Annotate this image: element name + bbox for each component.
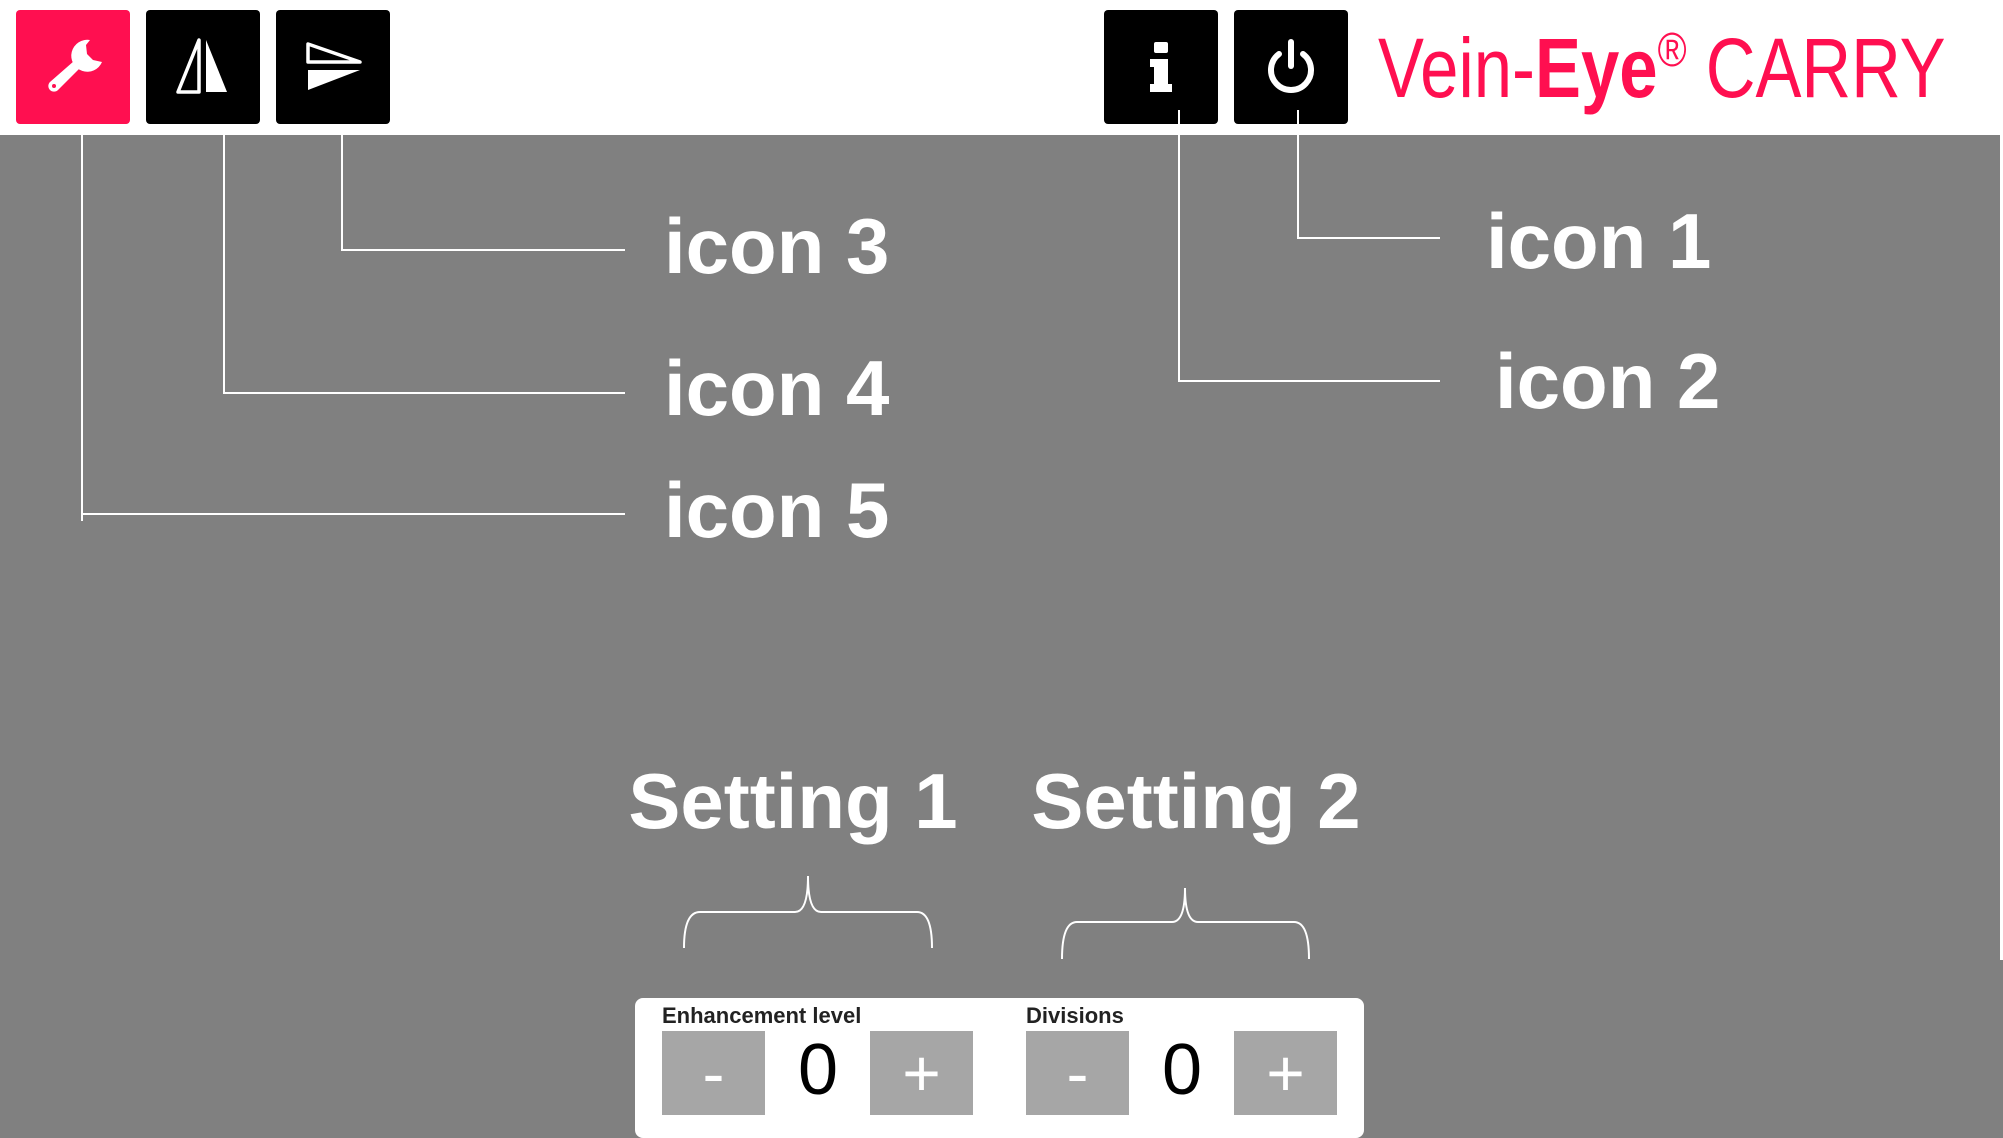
power-button[interactable]: [1234, 10, 1348, 124]
settings-panel: Enhancement level - 0 + Divisions - 0 +: [635, 998, 1364, 1138]
divisions-plus-button[interactable]: +: [1234, 1031, 1337, 1115]
enhancement-minus-button[interactable]: -: [662, 1031, 765, 1115]
setting2-label: Setting 2: [1031, 757, 1361, 845]
mirror-button[interactable]: [146, 10, 260, 124]
callout-line-icon5-h: [81, 513, 625, 515]
brand-logo: Vein-Eye® CARRY: [1378, 21, 1946, 115]
callout-icon2: icon 2: [1495, 337, 1721, 425]
enhancement-label: Enhancement level: [662, 1003, 862, 1028]
enhancement-value: 0: [797, 1030, 839, 1110]
callout-line-icon2-h: [1178, 380, 1440, 382]
callout-icon5: icon 5: [664, 466, 890, 554]
setting1-label: Setting 1: [628, 757, 958, 845]
flip-icon: [306, 42, 362, 90]
divisions-minus-button[interactable]: -: [1026, 1031, 1129, 1115]
right-edge: [2000, 135, 2003, 960]
settings-button[interactable]: [16, 10, 130, 124]
brace-setting2: [1061, 887, 1310, 960]
callout-line-icon1-h: [1297, 237, 1440, 239]
callout-line-icon4: [223, 124, 225, 394]
callout-icon3: icon 3: [664, 202, 890, 290]
callout-line-icon3-h: [341, 249, 625, 251]
info-icon: [1150, 42, 1172, 92]
callout-icon1: icon 1: [1486, 197, 1712, 285]
callout-line-icon4-h: [223, 392, 625, 394]
callout-line-icon2: [1178, 110, 1180, 382]
wrench-icon: [48, 39, 102, 92]
info-button[interactable]: [1104, 10, 1218, 124]
divisions-value: 0: [1161, 1030, 1203, 1110]
enhancement-plus-button[interactable]: +: [870, 1031, 973, 1115]
callout-line-icon3: [341, 124, 343, 251]
flip-button[interactable]: [276, 10, 390, 124]
divisions-label: Divisions: [1026, 1003, 1124, 1028]
power-icon: [1268, 39, 1314, 93]
mirror-icon: [176, 38, 227, 94]
callout-line-icon1: [1297, 110, 1299, 239]
callout-icon4: icon 4: [664, 344, 890, 432]
top-bar: Vein-Eye® CARRY: [0, 0, 2003, 135]
callout-line-icon5: [81, 124, 83, 521]
